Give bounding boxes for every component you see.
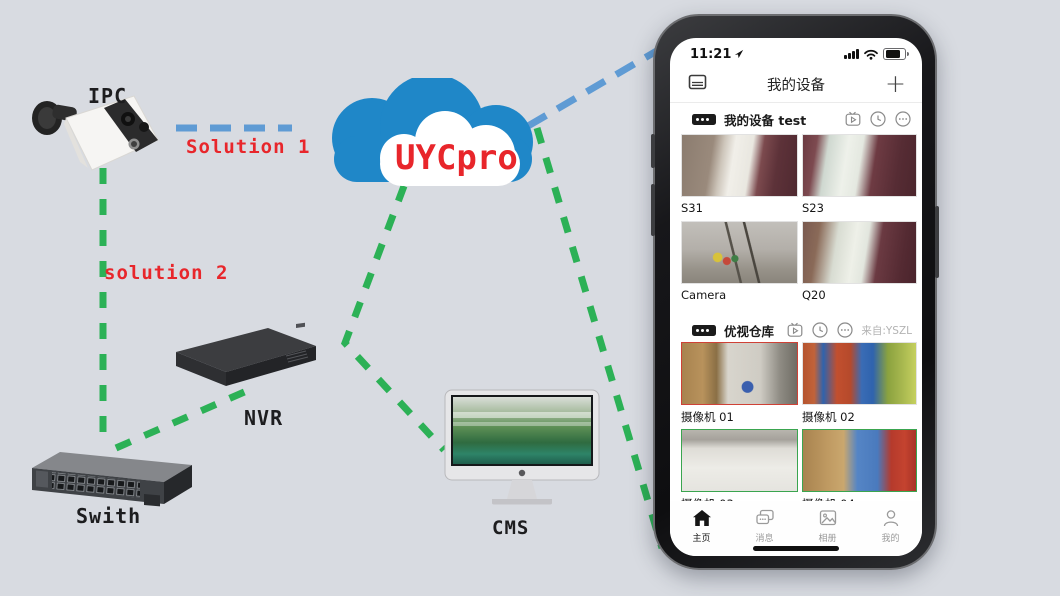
camera-thumbnail[interactable] <box>681 342 798 405</box>
camera-name: Q20 <box>802 288 826 302</box>
ipc-label: IPC <box>88 84 128 108</box>
cms-computer-image <box>442 388 602 516</box>
apple-logo-icon <box>518 469 526 477</box>
camera-thumbnail[interactable] <box>802 342 917 405</box>
device-group-header: 我的设备 test <box>670 106 922 132</box>
device-list-icon[interactable] <box>688 74 707 95</box>
switch-label: Swith <box>76 504 142 528</box>
page-title: 我的设备 <box>767 77 825 94</box>
playback-clock-icon[interactable] <box>869 110 887 128</box>
solution2-label: solution 2 <box>104 262 229 284</box>
more-ellipsis-icon[interactable] <box>836 321 854 339</box>
camera-thumbnail[interactable] <box>802 429 917 492</box>
divider <box>670 102 922 103</box>
camera-name: Camera <box>681 288 727 302</box>
location-arrow-icon <box>735 49 744 59</box>
person-icon <box>883 510 898 527</box>
tv-play-icon[interactable] <box>844 110 862 128</box>
line-cloud-nvr-cms <box>340 184 447 453</box>
camera-thumbnail[interactable] <box>681 429 798 492</box>
status-time: 11:21 <box>690 47 744 62</box>
camera-name: S23 <box>802 201 824 215</box>
tab-label: 相册 <box>818 534 837 544</box>
battery-icon <box>883 47 909 61</box>
cloud-uycpro: UYCpro <box>300 74 545 197</box>
wifi-icon <box>864 49 878 60</box>
ipc-camera-image <box>30 88 180 187</box>
album-icon <box>819 510 836 526</box>
cms-label: CMS <box>492 517 530 539</box>
playback-clock-icon[interactable] <box>811 321 829 339</box>
camera-tile[interactable]: Q20 <box>802 221 917 302</box>
device-badge-icon <box>692 113 716 125</box>
line-switch-nvr <box>114 382 260 452</box>
camera-tile[interactable]: 摄像机 01 <box>681 342 798 425</box>
group-name: 我的设备 test <box>724 112 807 128</box>
camera-thumbnail[interactable] <box>681 221 798 284</box>
camera-tile[interactable]: Camera <box>681 221 798 302</box>
nvr-image <box>168 320 323 404</box>
camera-thumbnail[interactable] <box>681 134 798 197</box>
home-icon <box>692 510 711 526</box>
messages-icon <box>755 509 774 525</box>
tab-label: 我的 <box>881 534 900 544</box>
line-cloud-phone-green <box>533 127 666 549</box>
more-ellipsis-icon[interactable] <box>894 110 912 128</box>
nav-bar: 我的设备 + <box>670 66 922 102</box>
app-screen: 11:21 <box>670 38 922 556</box>
smartphone: 11:21 <box>651 14 939 570</box>
tab-messages[interactable]: 消息 <box>733 501 796 556</box>
camera-tile[interactable]: S23 <box>802 134 917 215</box>
signal-icon <box>844 49 859 59</box>
camera-tile[interactable]: 摄像机 03 <box>681 429 798 512</box>
cloud-label: UYCpro <box>395 138 518 178</box>
group-source: 来自:YSZL <box>861 324 912 337</box>
phone-mute-switch <box>651 134 655 168</box>
camera-name: 摄像机 02 <box>802 410 855 424</box>
tab-label: 消息 <box>755 534 774 544</box>
add-device-button[interactable]: + <box>885 69 906 98</box>
camera-name: S31 <box>681 201 703 215</box>
tab-mine[interactable]: 我的 <box>859 501 922 556</box>
device-group-header: 优视仓库 来自:YSZL <box>670 317 922 343</box>
solution1-label: Solution 1 <box>186 136 311 158</box>
nvr-label: NVR <box>244 406 284 430</box>
tab-label: 主页 <box>692 534 711 544</box>
status-bar: 11:21 <box>670 44 922 64</box>
phone-power-button <box>935 206 939 278</box>
tv-play-icon[interactable] <box>786 321 804 339</box>
device-badge-icon <box>692 324 716 336</box>
switch-image <box>30 440 200 516</box>
tab-album[interactable]: 相册 <box>796 501 859 556</box>
cloud-inner-shape <box>380 111 520 186</box>
time-text: 11:21 <box>690 46 732 62</box>
camera-thumbnail[interactable] <box>802 221 917 284</box>
phone-volume-button <box>651 184 655 236</box>
tab-home[interactable]: 主页 <box>670 501 733 556</box>
camera-tile[interactable]: 摄像机 04 <box>802 429 917 512</box>
camera-name: 摄像机 01 <box>681 410 734 424</box>
camera-tile[interactable]: 摄像机 02 <box>802 342 917 425</box>
home-indicator[interactable] <box>753 546 839 551</box>
camera-tile[interactable]: S31 <box>681 134 798 215</box>
camera-thumbnail[interactable] <box>802 134 917 197</box>
group-name: 优视仓库 <box>724 323 775 339</box>
